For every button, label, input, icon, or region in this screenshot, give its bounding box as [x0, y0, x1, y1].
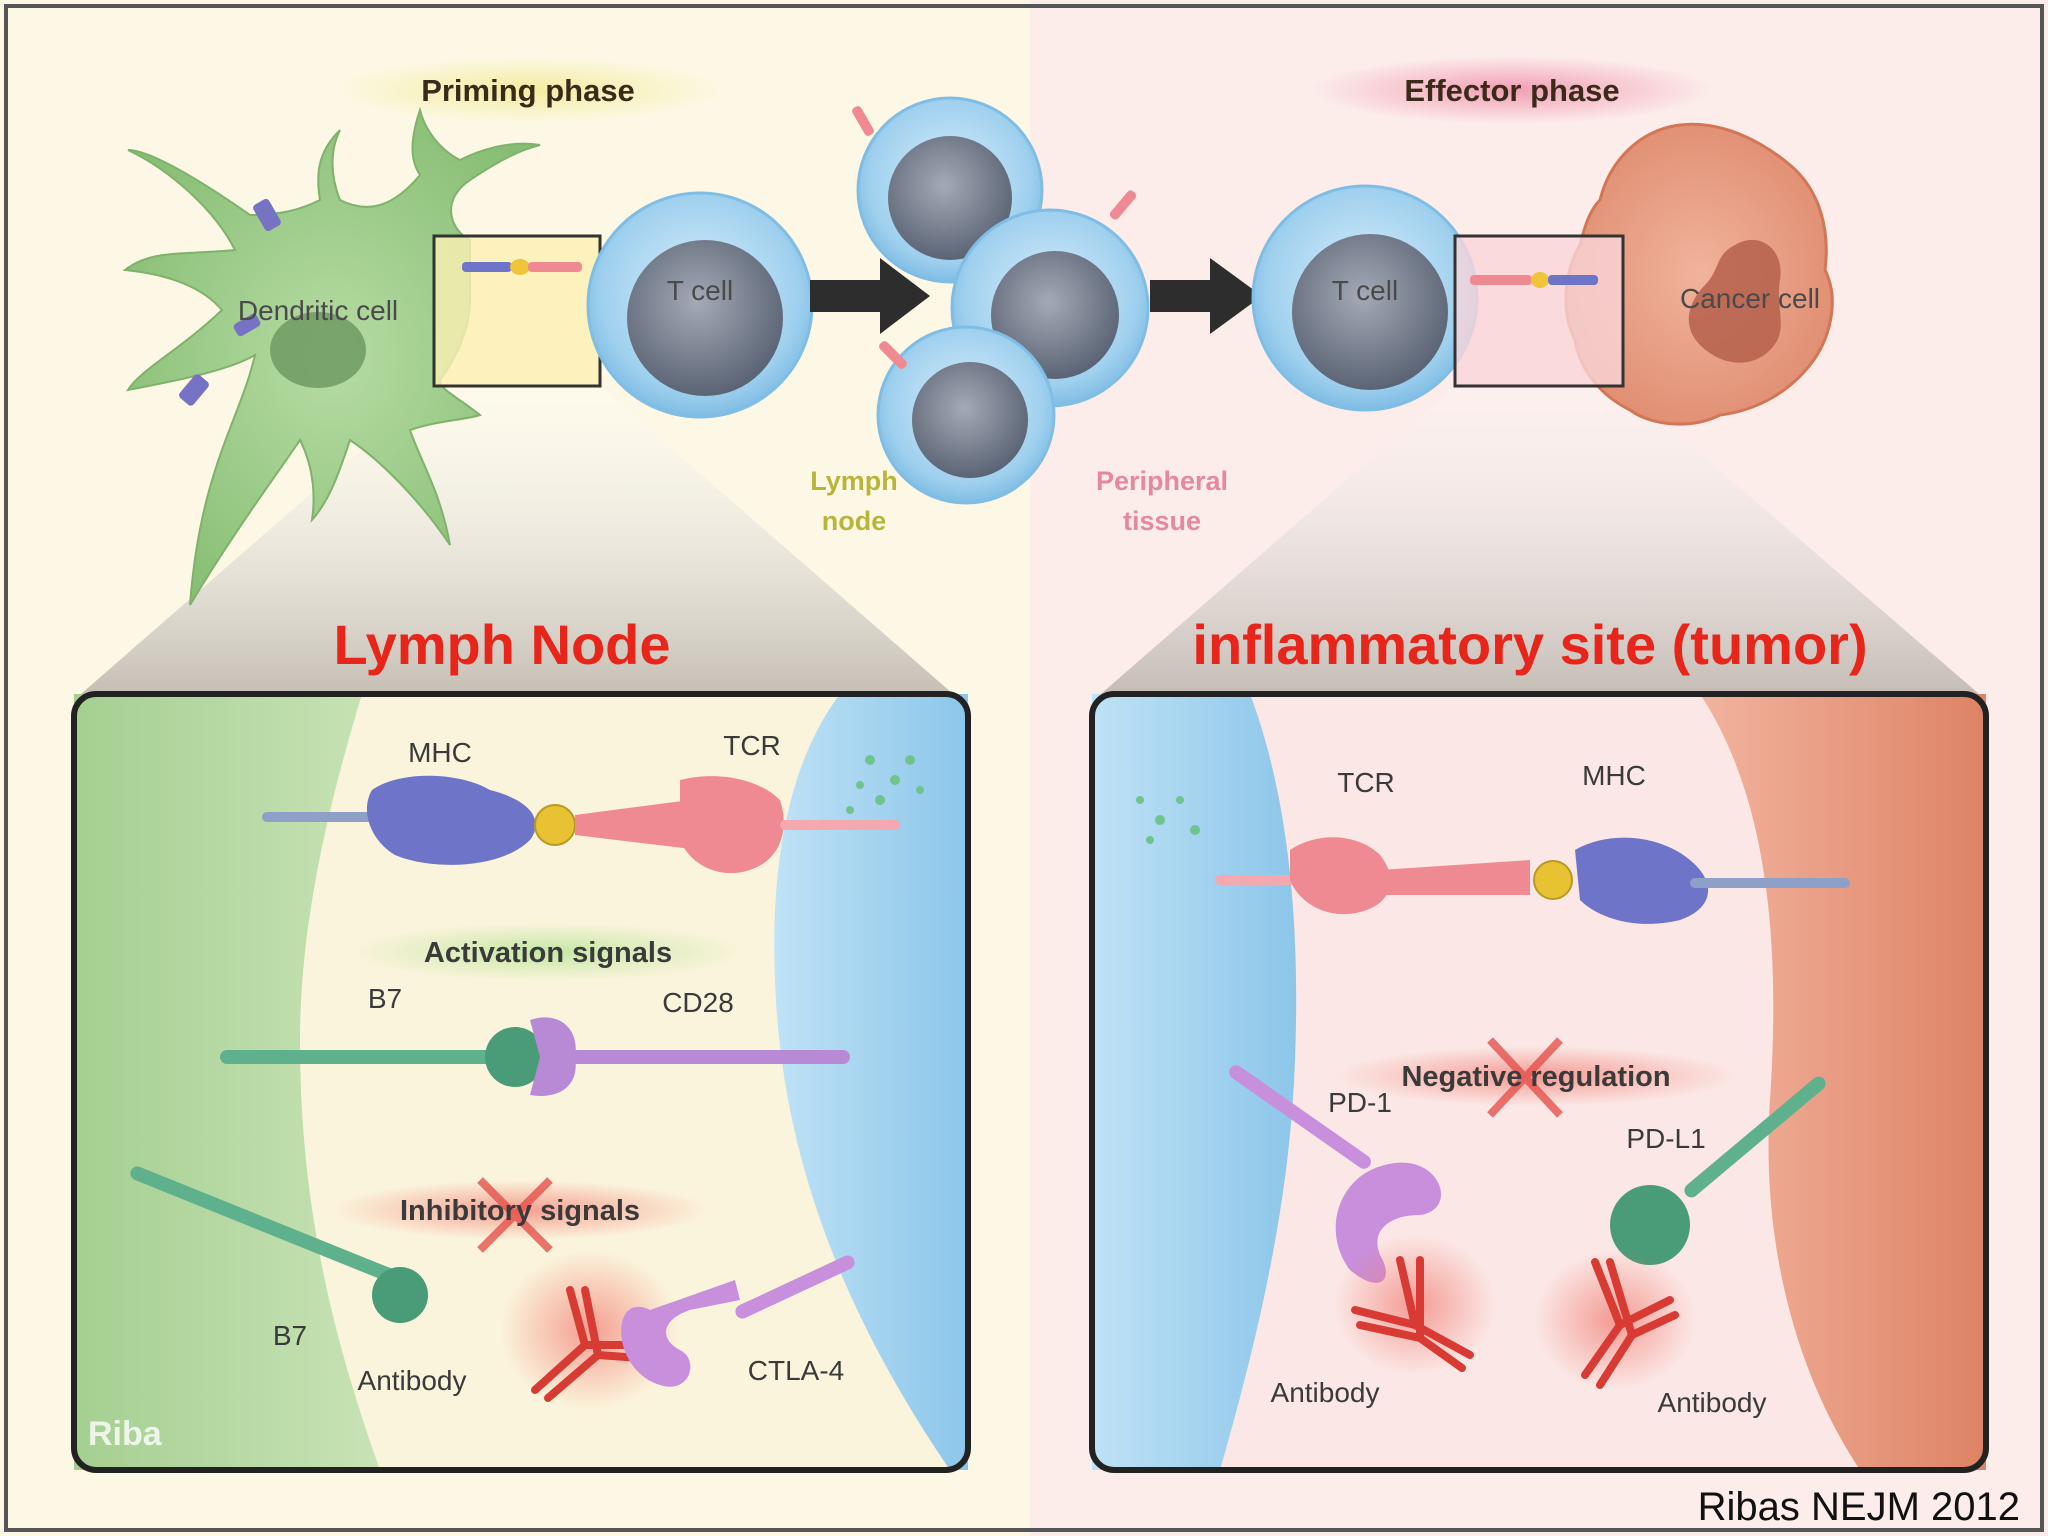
- pdl1: [1610, 1076, 1826, 1265]
- pd1-label: PD-1: [1328, 1087, 1392, 1118]
- priming-phase-label: Priming phase: [421, 73, 635, 108]
- right-synapse-box: [1453, 234, 1625, 388]
- right-antibody-label-1: Antibody: [1271, 1377, 1380, 1408]
- right-tcr-label: TCR: [1337, 767, 1395, 798]
- inhibitory-signals-label: Inhibitory signals: [400, 1195, 640, 1227]
- ctla4: [621, 1255, 855, 1387]
- b7-top-label: B7: [368, 983, 402, 1014]
- right-antibody-label-2: Antibody: [1658, 1387, 1767, 1418]
- right-tcr-mhc: [1215, 837, 1850, 924]
- priming-glow: [328, 56, 728, 124]
- cancer-cell: [1564, 122, 1834, 426]
- cd28-label: CD28: [662, 987, 734, 1018]
- dendritic-cell: [122, 106, 541, 606]
- right-antibody-1: [1351, 1256, 1474, 1372]
- right-synapse-fill: [1455, 236, 1623, 386]
- lymph-node-line1: Lymph: [810, 466, 898, 496]
- right-synapse-receptors: [1470, 272, 1598, 288]
- right-mhc-label: MHC: [1582, 760, 1646, 791]
- negative-regulation-label: Negative regulation: [1401, 1061, 1670, 1093]
- peripheral-tissue-line1: Peripheral: [1096, 466, 1228, 496]
- arrow-1: [810, 258, 930, 334]
- figure-border: [4, 4, 2044, 1532]
- left-mhc-tcr: [262, 775, 900, 874]
- citation-credit: Ribas NEJM 2012: [1698, 1485, 2020, 1529]
- inhibitory-cross: [477, 1177, 553, 1253]
- left-antibody-label: Antibody: [358, 1365, 467, 1396]
- t-cell-left-label: T cell: [667, 275, 733, 306]
- t-cell-cluster: [852, 96, 1150, 505]
- left-mhc-label: MHC: [408, 737, 472, 768]
- t-cell-right-label: T cell: [1332, 275, 1398, 306]
- b7-cd28-pair: [220, 1017, 850, 1096]
- activation-glow: [348, 922, 748, 982]
- lymph-node-title: Lymph Node: [333, 613, 670, 676]
- cancer-cell-label: Cancer cell: [1680, 283, 1820, 314]
- arrow-2: [1150, 258, 1262, 334]
- right-zoom-cone: [1094, 388, 1986, 700]
- ctla4-label: CTLA-4: [748, 1355, 844, 1386]
- t-cell-left: [586, 191, 814, 419]
- b7-bottom-label: B7: [273, 1320, 307, 1351]
- left-synapse-receptors: [462, 259, 582, 275]
- ribas-watermark: Riba: [88, 1415, 163, 1453]
- left-synapse-fill: [434, 236, 600, 386]
- negative-glow: [1336, 1046, 1736, 1106]
- inflammatory-site-title: inflammatory site (tumor): [1192, 613, 1867, 676]
- left-zoom-cone: [74, 388, 960, 700]
- dendritic-cell-label: Dendritic cell: [238, 295, 398, 326]
- negative-cross: [1487, 1037, 1563, 1118]
- right-antibody-glow-1: [1335, 1235, 1495, 1375]
- lymph-node-line2: node: [822, 506, 887, 536]
- activation-signals-label: Activation signals: [424, 937, 672, 969]
- right-antibody-2: [1581, 1258, 1679, 1389]
- effector-phase-label: Effector phase: [1404, 73, 1619, 108]
- t-cell-right: [1251, 184, 1479, 412]
- peripheral-tissue-line2: tissue: [1123, 506, 1201, 536]
- left-tcr-label: TCR: [723, 730, 781, 761]
- b7-bottom: [130, 1166, 428, 1323]
- pdl1-label: PD-L1: [1626, 1123, 1705, 1154]
- effector-glow: [1312, 56, 1712, 124]
